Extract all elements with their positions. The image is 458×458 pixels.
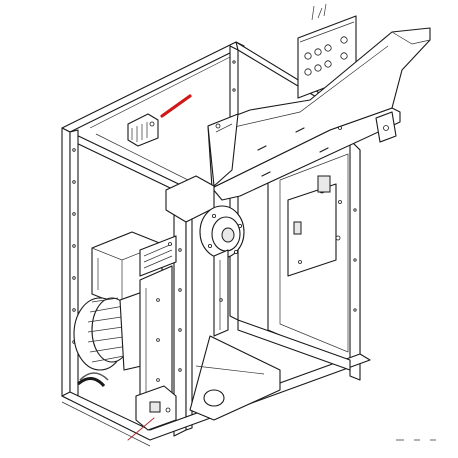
knob-icon — [304, 52, 312, 60]
drive-wheel — [199, 205, 245, 259]
motor-bracket — [139, 235, 177, 277]
base-frame — [61, 319, 371, 441]
highlighted-part — [127, 113, 159, 147]
callout-pointer — [160, 94, 192, 118]
bottom-switch-block — [135, 385, 177, 431]
wire-harness — [77, 372, 109, 388]
accent-line — [127, 417, 155, 441]
switch-icon — [293, 221, 302, 235]
chute-tray — [207, 27, 431, 201]
frame-left-front-post — [61, 127, 79, 401]
right-side-panel — [267, 139, 361, 381]
center-column — [165, 175, 215, 437]
motor — [73, 289, 151, 371]
wheel-support-post — [213, 249, 229, 337]
